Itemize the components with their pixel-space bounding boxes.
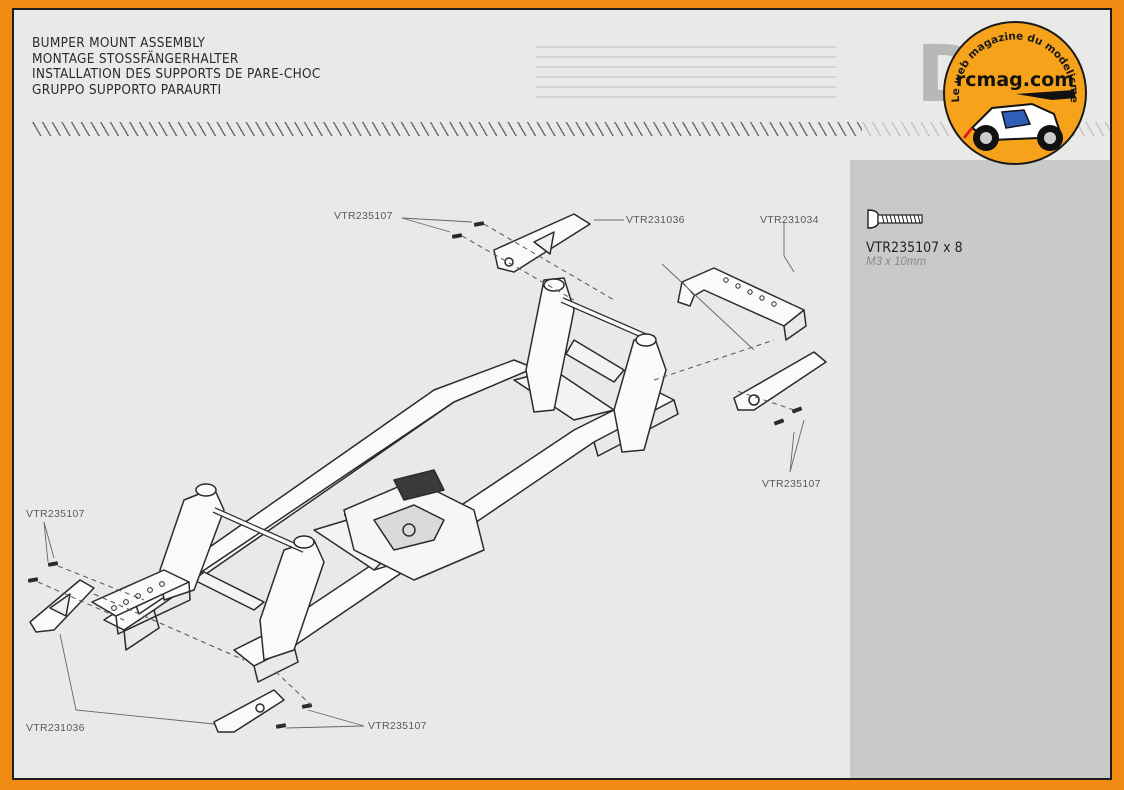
label-screw-bottom: VTR235107 bbox=[368, 720, 427, 732]
hatch-divider bbox=[32, 122, 862, 136]
bleed-through-text bbox=[536, 46, 836, 106]
title-de: MONTAGE STOSSFÄNGERHALTER bbox=[32, 50, 239, 67]
logo-brand: rcmag.com bbox=[956, 69, 1074, 91]
label-screw-right: VTR235107 bbox=[762, 478, 821, 490]
leader-lines bbox=[43, 217, 805, 729]
label-screw-left: VTR235107 bbox=[26, 508, 85, 520]
center-gearbox-mount bbox=[343, 469, 485, 581]
screw-icon bbox=[867, 209, 923, 229]
rear-shock-tower bbox=[525, 277, 667, 453]
title-it: GRUPPO SUPPORTO PARAURTI bbox=[32, 81, 222, 98]
label-bumper-mount-rear: VTR231034 bbox=[760, 214, 819, 226]
buggy-icon bbox=[962, 90, 1076, 151]
hardware-code: VTR235107 x 8 bbox=[866, 240, 963, 256]
chassis-exploded-diagram bbox=[27, 213, 827, 733]
hardware-sidebar bbox=[850, 160, 1110, 778]
manual-page: BUMPER MOUNT ASSEMBLY MONTAGE STOSSFÄNGE… bbox=[12, 8, 1112, 780]
front-bumper-plate bbox=[91, 569, 191, 635]
rear-bumper-mount-part bbox=[677, 267, 807, 341]
label-screw-top: VTR235107 bbox=[334, 210, 393, 222]
assembly-paths bbox=[37, 223, 795, 707]
label-bumper-mount-left: VTR231036 bbox=[26, 722, 85, 734]
label-bumper-mount-top: VTR231036 bbox=[626, 214, 685, 226]
hardware-size: M3 x 10mm bbox=[866, 256, 927, 268]
bumper-mount-right bbox=[733, 351, 827, 411]
bumper-mount-left bbox=[29, 579, 95, 633]
rcmag-logo: Le web magazine du modelisme rcmag.com bbox=[943, 21, 1087, 165]
front-shock-tower bbox=[159, 483, 325, 661]
section-titles: BUMPER MOUNT ASSEMBLY MONTAGE STOSSFÄNGE… bbox=[32, 35, 321, 98]
screw-markers bbox=[27, 221, 803, 729]
title-fr: INSTALLATION DES SUPPORTS DE PARE-CHOC bbox=[32, 66, 321, 82]
title-en: BUMPER MOUNT ASSEMBLY bbox=[32, 35, 206, 51]
bumper-mount-bottom bbox=[213, 689, 285, 733]
bumper-mount-top bbox=[493, 213, 591, 273]
